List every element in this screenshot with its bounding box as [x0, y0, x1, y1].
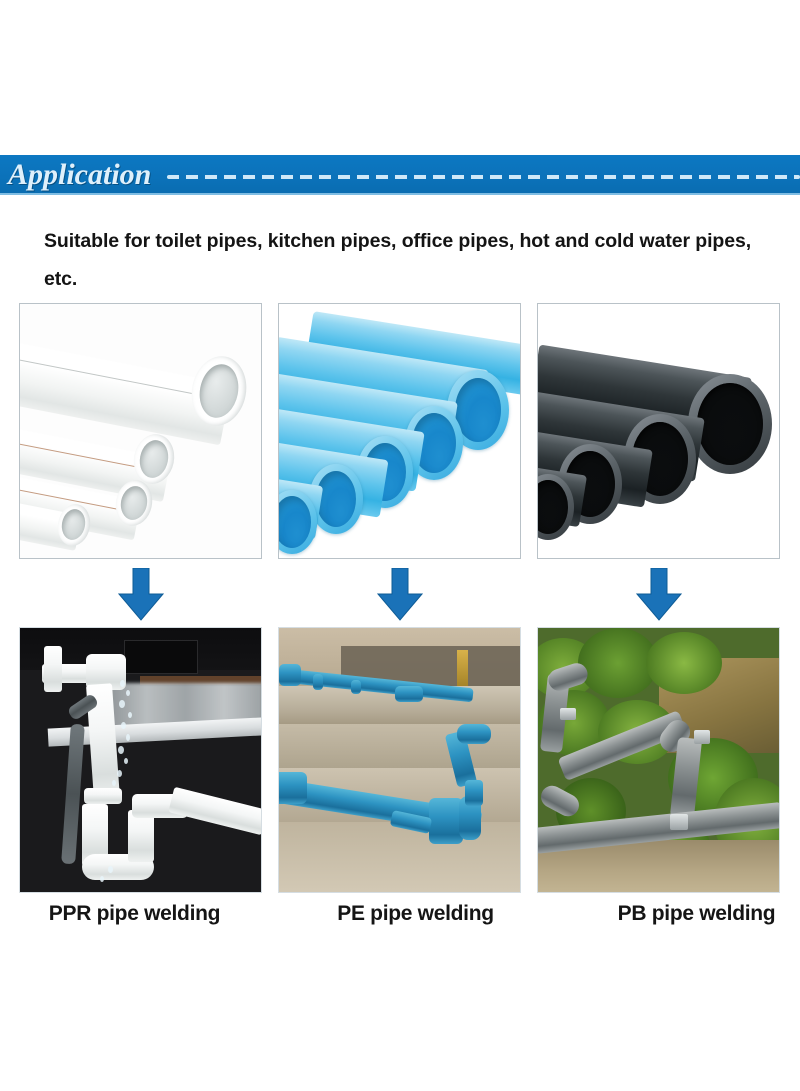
outdoor-install-illustration — [538, 628, 779, 892]
column-ppr: PPR pipe welding — [19, 0, 272, 1091]
scene-image-ppr — [19, 627, 262, 893]
banner-title: Application — [8, 158, 152, 191]
arrow-down-pe — [376, 567, 424, 621]
application-banner: Application — [0, 155, 800, 195]
column-pe: PE pipe welding — [278, 0, 531, 1091]
arrow-down-pb — [635, 567, 683, 621]
scene-image-pb — [537, 627, 780, 893]
arrow-down-ppr — [117, 567, 165, 621]
ppr-pipes-illustration — [20, 304, 261, 558]
pb-pipes-illustration — [538, 304, 779, 558]
product-image-pb — [537, 303, 780, 559]
application-description: Suitable for toilet pipes, kitchen pipes… — [44, 230, 752, 290]
concrete-install-illustration — [279, 628, 520, 892]
banner-dashed-line — [167, 175, 800, 179]
product-image-ppr — [19, 303, 262, 559]
scene-image-pe — [278, 627, 521, 893]
caption-pb: PB pipe welding — [617, 902, 776, 925]
caption-ppr: PPR pipe welding — [48, 902, 221, 925]
product-image-pe — [278, 303, 521, 559]
pe-pipes-illustration — [279, 304, 520, 558]
column-pb: PB pipe welding — [537, 0, 790, 1091]
caption-pe: PE pipe welding — [337, 902, 494, 925]
sink-plumbing-illustration — [20, 628, 261, 892]
